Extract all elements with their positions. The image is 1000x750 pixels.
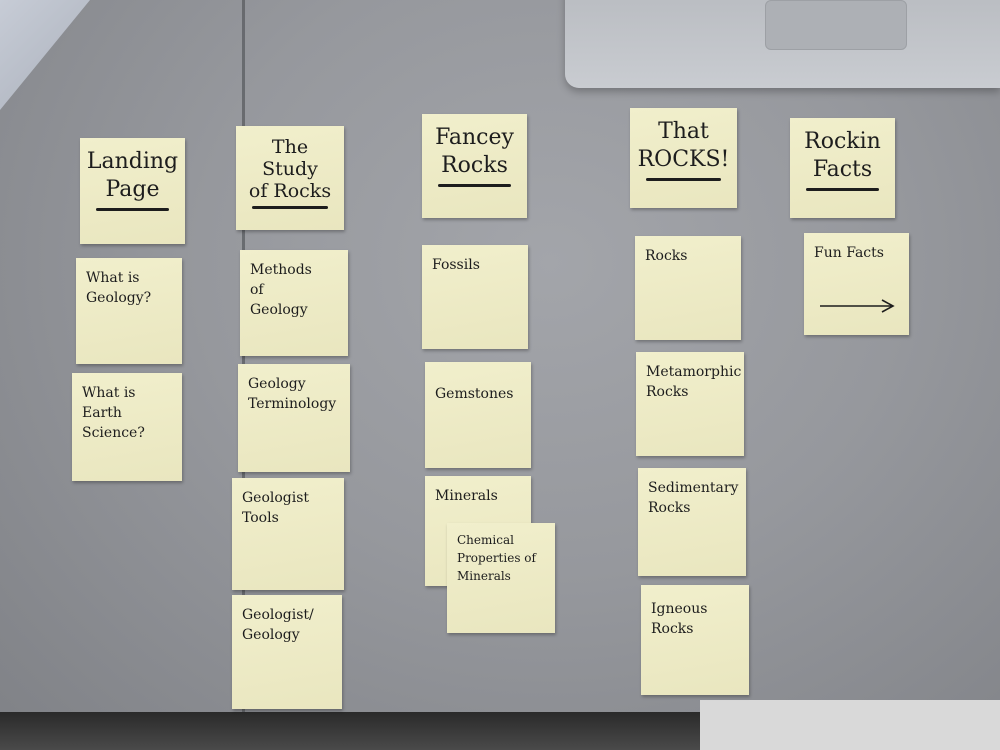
- note-fun-facts: Fun Facts: [804, 233, 909, 335]
- note-geologist-geology: Geologist/ Geology: [232, 595, 342, 709]
- note-line: Earth: [82, 405, 122, 421]
- underline: [95, 208, 170, 211]
- floor-strip: [700, 700, 1000, 750]
- arrow-right-icon: [820, 299, 895, 313]
- note-line: Geology: [248, 376, 306, 392]
- note-chemical-properties-of-minerals: Chemical Properties of Minerals: [447, 523, 555, 633]
- note-fossils: Fossils: [422, 245, 528, 349]
- note-sedimentary-rocks: Sedimentary Rocks: [638, 468, 746, 576]
- laptop: [565, 0, 1000, 88]
- note-line: Gemstones: [435, 386, 514, 402]
- note-line: Igneous: [651, 601, 708, 617]
- header-line: Rockin: [804, 129, 881, 154]
- header-line: Page: [105, 177, 160, 202]
- laptop-trackpad: [765, 0, 907, 50]
- header-line: Study: [262, 158, 318, 180]
- note-line: of: [250, 282, 264, 298]
- note-line: Rocks: [651, 621, 694, 637]
- note-line: Fun Facts: [814, 245, 884, 261]
- note-line: Geology?: [86, 290, 152, 306]
- note-line: Properties of: [457, 551, 536, 565]
- note-line: Geology: [250, 302, 308, 318]
- note-line: Minerals: [435, 488, 498, 504]
- note-line: Minerals: [457, 569, 511, 583]
- note-line: Rocks: [645, 248, 688, 264]
- note-gemstones: Gemstones: [425, 362, 531, 468]
- note-line: Tools: [242, 510, 279, 526]
- note-methods-of-geology: Methods of Geology: [240, 250, 348, 356]
- note-igneous-rocks: Igneous Rocks: [641, 585, 749, 695]
- header-line: of Rocks: [248, 180, 332, 202]
- header-line: Fancey: [435, 125, 514, 150]
- note-line: What is: [86, 270, 140, 286]
- note-what-is-geology: What is Geology?: [76, 258, 182, 364]
- header-note-that-rocks: That ROCKS!: [630, 108, 737, 208]
- note-line: Fossils: [432, 257, 480, 273]
- note-geology-terminology: Geology Terminology: [238, 364, 350, 472]
- header-line: ROCKS!: [637, 147, 730, 172]
- header-line: That: [658, 119, 709, 144]
- header-line: The: [271, 136, 309, 158]
- underline: [437, 184, 512, 187]
- note-rocks: Rocks: [635, 236, 741, 340]
- note-line: Terminology: [248, 396, 337, 412]
- note-metamorphic-rocks: Metamorphic Rocks: [636, 352, 744, 456]
- note-line: Methods: [250, 262, 312, 278]
- header-note-rockin-facts: Rockin Facts: [790, 118, 895, 218]
- note-line: Rocks: [646, 384, 689, 400]
- header-note-landing-page: Landing Page: [80, 138, 185, 244]
- table-seam: [242, 0, 245, 715]
- header-line: Rocks: [441, 153, 508, 178]
- header-line: Facts: [812, 157, 873, 182]
- note-line: Metamorphic: [646, 364, 742, 380]
- underline: [646, 178, 721, 181]
- underline: [805, 188, 880, 191]
- note-line: Sedimentary: [648, 480, 739, 496]
- note-line: Geologist: [242, 490, 310, 506]
- header-note-fancey-rocks: Fancey Rocks: [422, 114, 527, 218]
- note-line: Chemical: [457, 533, 514, 547]
- note-line: What is: [82, 385, 136, 401]
- note-geologist-tools: Geologist Tools: [232, 478, 344, 590]
- header-note-the-study-of-rocks: The Study of Rocks: [236, 126, 344, 230]
- note-line: Science?: [82, 425, 145, 441]
- note-line: Geology: [242, 627, 300, 643]
- note-what-is-earth-science: What is Earth Science?: [72, 373, 182, 481]
- underline: [252, 206, 328, 209]
- note-line: Geologist/: [242, 607, 314, 623]
- header-line: Landing: [86, 149, 179, 174]
- note-line: Rocks: [648, 500, 691, 516]
